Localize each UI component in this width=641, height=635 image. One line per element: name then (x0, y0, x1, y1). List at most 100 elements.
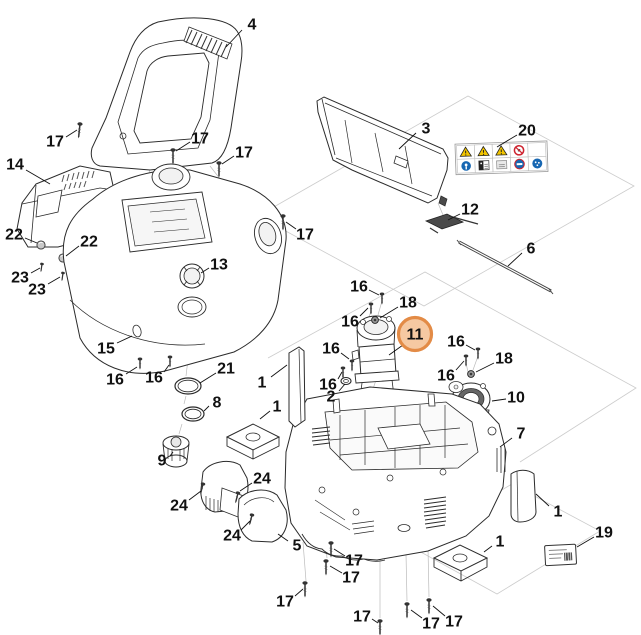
callout-16[interactable]: 16 (322, 341, 350, 360)
callout-number[interactable]: 1 (273, 399, 282, 416)
callout-1[interactable]: 1 (483, 534, 505, 553)
callout-number[interactable]: 16 (106, 372, 124, 389)
callout-16[interactable]: 16 (341, 307, 369, 331)
callout-9[interactable]: 9 (158, 451, 174, 470)
callout-17[interactable]: 17 (329, 565, 360, 587)
callout-number[interactable]: 24 (170, 498, 188, 515)
callout-15[interactable]: 15 (97, 335, 133, 358)
callout-3[interactable]: 3 (398, 121, 431, 150)
callout-17[interactable]: 17 (333, 548, 363, 570)
callout-24[interactable]: 24 (170, 490, 202, 515)
callout-number[interactable]: 5 (293, 538, 302, 555)
callout-number[interactable]: 22 (80, 234, 98, 251)
callout-number[interactable]: 3 (422, 121, 431, 138)
callout-17[interactable]: 17 (410, 609, 440, 633)
callout-number[interactable]: 9 (158, 453, 167, 470)
callout-number[interactable]: 17 (345, 553, 363, 570)
callout-number[interactable]: 17 (235, 145, 253, 162)
callout-19[interactable]: 19 (576, 525, 613, 548)
callout-17[interactable]: 17 (175, 131, 209, 152)
callout-6[interactable]: 6 (507, 241, 536, 267)
prohibition-blue-icon (510, 156, 529, 172)
part-4-top-cover (90, 17, 243, 171)
callout-number[interactable]: 16 (437, 368, 455, 385)
callout-18[interactable]: 18 (475, 351, 513, 373)
callout-1[interactable]: 1 (259, 399, 282, 420)
callout-number[interactable]: 17 (276, 594, 294, 611)
callout-13[interactable]: 13 (200, 257, 228, 274)
callout-17[interactable]: 17 (221, 145, 253, 165)
callout-17[interactable]: 17 (46, 129, 78, 151)
callout-number[interactable]: 22 (5, 227, 23, 244)
callout-23[interactable]: 23 (28, 276, 61, 299)
callout-21[interactable]: 21 (199, 361, 235, 384)
callout-24[interactable]: 24 (239, 471, 271, 492)
callout-22[interactable]: 22 (65, 234, 98, 257)
callout-number[interactable]: 17 (296, 227, 314, 244)
callout-7[interactable]: 7 (499, 426, 526, 448)
callout-number[interactable]: 8 (213, 395, 222, 412)
callout-number[interactable]: 6 (527, 241, 536, 258)
callout-number[interactable]: 16 (322, 341, 340, 358)
callout-16[interactable]: 16 (106, 366, 138, 389)
callout-11[interactable]: 11 (388, 315, 434, 356)
callout-number[interactable]: 24 (223, 528, 241, 545)
callout-16[interactable]: 16 (350, 279, 380, 296)
callout-number[interactable]: 15 (97, 341, 115, 358)
callout-number[interactable]: 7 (517, 426, 526, 443)
callout-number[interactable]: 17 (353, 609, 371, 626)
callout-24[interactable]: 24 (223, 520, 251, 545)
callout-23[interactable]: 23 (11, 267, 41, 287)
callout-number[interactable]: 16 (145, 370, 163, 387)
callout-number[interactable]: 16 (447, 334, 465, 351)
callout-17[interactable]: 17 (276, 588, 304, 611)
callout-8[interactable]: 8 (203, 395, 222, 412)
callout-number[interactable]: 17 (191, 131, 209, 148)
callout-number[interactable]: 17 (46, 134, 64, 151)
callout-18[interactable]: 18 (379, 295, 417, 319)
callout-5[interactable]: 5 (277, 533, 302, 555)
callout-number[interactable]: 12 (461, 202, 479, 219)
callout-number[interactable]: 23 (11, 270, 29, 287)
callout-1[interactable]: 1 (535, 493, 563, 521)
callout-number[interactable]: 21 (217, 361, 235, 378)
callout-16[interactable]: 16 (447, 334, 476, 351)
callout-number[interactable]: 1 (496, 534, 505, 551)
callout-12[interactable]: 12 (447, 202, 479, 221)
part-11-motor-front (351, 315, 400, 399)
callout-number[interactable]: 24 (253, 471, 271, 488)
callout-number[interactable]: 16 (350, 279, 368, 296)
callout-22[interactable]: 22 (5, 227, 38, 244)
callout-16[interactable]: 16 (319, 371, 343, 394)
callout-number[interactable]: 1 (554, 504, 563, 521)
callout-number[interactable]: 16 (341, 314, 359, 331)
callout-number[interactable]: 10 (507, 390, 525, 407)
callout-number[interactable]: 17 (422, 616, 440, 633)
callout-number[interactable]: 4 (248, 17, 257, 34)
callout-20[interactable]: 20 (496, 123, 536, 148)
callout-number[interactable]: 19 (595, 525, 613, 542)
callout-number[interactable]: 2 (327, 389, 336, 406)
callout-number[interactable]: 14 (6, 157, 24, 174)
callout-14[interactable]: 14 (6, 157, 51, 185)
callout-16[interactable]: 16 (437, 360, 465, 385)
callout-16[interactable]: 16 (145, 364, 170, 387)
callout-number[interactable]: 18 (399, 295, 417, 312)
callout-10[interactable]: 10 (491, 390, 525, 407)
callout-number[interactable]: 18 (495, 351, 513, 368)
callout-number[interactable]: 13 (210, 257, 228, 274)
callout-2[interactable]: 2 (327, 383, 346, 406)
callout-1[interactable]: 1 (258, 364, 288, 392)
callout-4[interactable]: 4 (225, 17, 257, 48)
callout-number[interactable]: 16 (319, 377, 337, 394)
callout-number[interactable]: 11 (407, 327, 424, 344)
callout-number[interactable]: 1 (258, 375, 267, 392)
callout-17[interactable]: 17 (285, 221, 314, 244)
callout-number[interactable]: 17 (342, 570, 360, 587)
callout-number[interactable]: 17 (445, 614, 463, 631)
callout-number[interactable]: 23 (28, 282, 46, 299)
selected-part-highlight[interactable] (396, 315, 434, 353)
callout-17[interactable]: 17 (353, 609, 379, 626)
callout-17[interactable]: 17 (432, 605, 463, 631)
callout-number[interactable]: 20 (518, 123, 536, 140)
